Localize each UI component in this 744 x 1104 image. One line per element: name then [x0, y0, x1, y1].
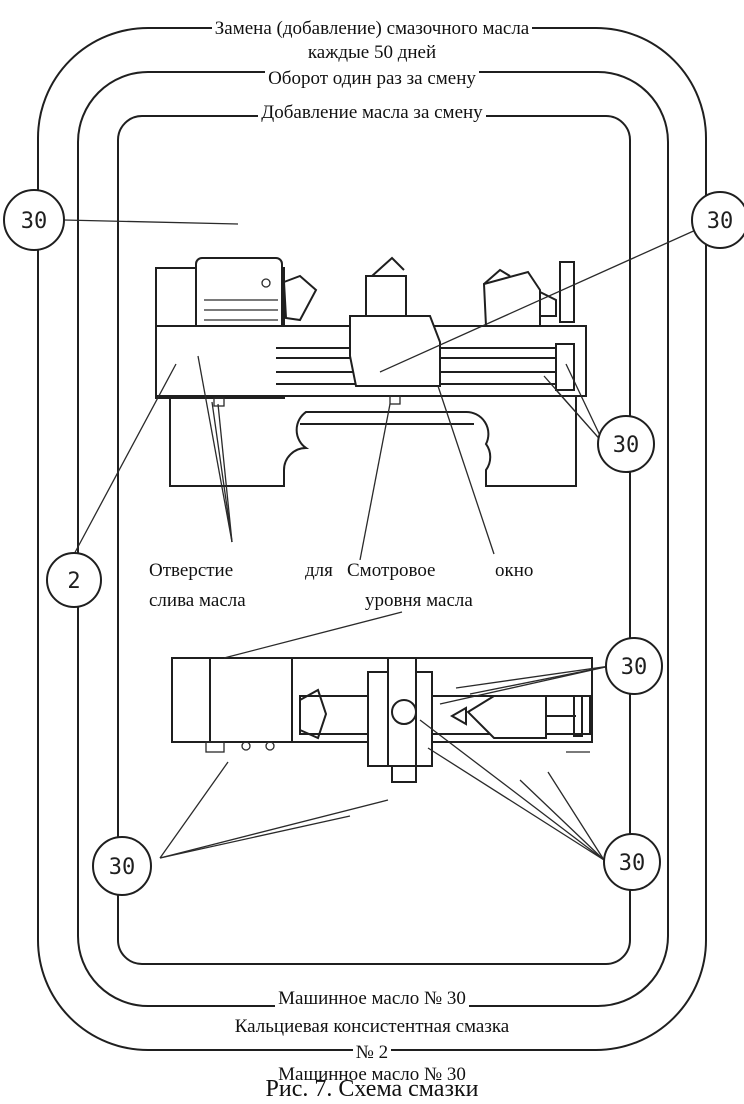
badge-left-plan-bottom-text: 30 [109, 855, 136, 880]
badge-left-top: 30 [3, 189, 65, 251]
badge-right-mid-text: 30 [613, 433, 640, 458]
badge-right-plan-bottom: 30 [603, 833, 661, 891]
badge-right-plan-bottom-text: 30 [619, 851, 646, 876]
badge-left-plan-bottom: 30 [92, 836, 152, 896]
outer-frame [37, 27, 707, 1051]
sight-window-label-word1: Смотровое [344, 560, 439, 582]
badge-right-plan-top-text: 30 [621, 655, 648, 680]
top-label-3: Оборот один раз за смену [0, 68, 744, 90]
drain-hole-label-line2: слива масла [146, 590, 249, 612]
leader-lines [63, 219, 719, 861]
middle-frame [77, 71, 669, 1007]
drain-hole-label-line1: Отверстие [146, 560, 237, 582]
top-label-2: каждые 50 дней [0, 42, 744, 64]
badge-left-mid-text: 2 [67, 569, 80, 594]
top-label-4: Добавление масла за смену [0, 102, 744, 124]
top-label-1: Замена (добавление) смазочного масла [0, 18, 744, 40]
drain-hole-label-for: для [302, 560, 336, 582]
badge-right-top: 30 [691, 191, 744, 249]
badge-right-top-text: 30 [707, 209, 734, 234]
sight-window-label-line2: уровня масла [362, 590, 476, 612]
bottom-label-4: Машинное масло № 30 [0, 1064, 744, 1086]
badge-right-mid: 30 [597, 415, 655, 473]
badge-right-plan-top: 30 [605, 637, 663, 695]
badge-left-top-text: 30 [21, 209, 48, 234]
badge-left-mid: 2 [46, 552, 102, 608]
bottom-label-3: № 2 [0, 1042, 744, 1064]
figure-caption: Рис. 7. Схема смазки [265, 1076, 479, 1102]
lathe-side-view [155, 256, 587, 487]
sight-window-label-word2: окно [492, 560, 537, 582]
inner-frame [117, 115, 631, 965]
bottom-label-2: Кальциевая консистентная смазка [0, 1016, 744, 1038]
bottom-label-1: Машинное масло № 30 [0, 988, 744, 1010]
lathe-top-view [171, 657, 593, 783]
